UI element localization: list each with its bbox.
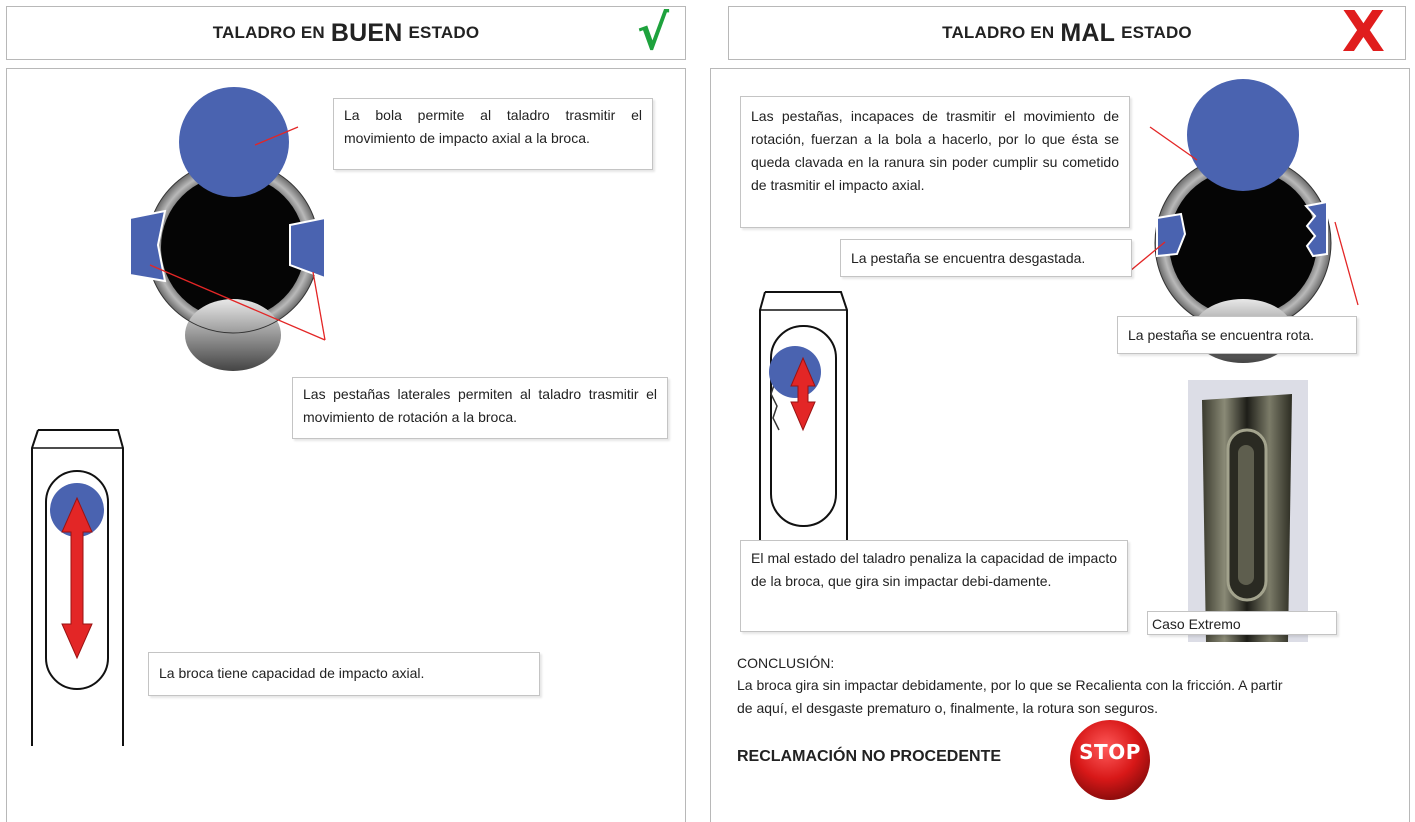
note-axial: La broca tiene capacidad de impacto axia…	[148, 652, 540, 696]
note-ball: La bola permite al taladro trasmitir el …	[333, 98, 653, 170]
note-extreme-case: Caso Extremo	[1147, 611, 1337, 635]
note-tabs: Las pestañas laterales permiten al talad…	[292, 377, 668, 439]
left-panel-title: TALADRO EN BUEN ESTADO	[212, 18, 480, 47]
note-broken-tab: La pestaña se encuentra rota.	[1117, 316, 1357, 354]
right-panel-title: TALADRO EN MAL ESTADO	[942, 18, 1192, 47]
left-panel-header: TALADRO EN BUEN ESTADO √	[6, 6, 686, 60]
shank-good-diagram	[31, 429, 124, 746]
note-tabs-fail: Las pestañas, incapaces de trasmitir el …	[740, 96, 1130, 228]
extreme-case-photo	[1188, 380, 1308, 642]
check-mark-icon: √	[636, 5, 669, 61]
shank-bad-diagram	[759, 291, 848, 548]
stop-sign-text: STOP	[1079, 740, 1141, 764]
note-worn-tab: La pestaña se encuentra desgastada.	[840, 239, 1132, 277]
stop-sign-icon: STOP	[1068, 718, 1152, 802]
chuck-good-diagram	[129, 87, 326, 371]
right-panel-header: TALADRO EN MAL ESTADO X	[728, 0, 1406, 65]
left-panel-body	[6, 68, 686, 822]
verdict-label: RECLAMACIÓN NO PROCEDENTE	[737, 748, 1002, 765]
right-pointer-lines	[1129, 126, 1359, 306]
conclusion-text: La broca gira sin impactar debidamente, …	[737, 677, 1283, 716]
note-penalty: El mal estado del taladro penaliza la ca…	[740, 540, 1128, 632]
cross-mark-icon: X	[1341, 0, 1385, 65]
left-pointer-lines	[149, 126, 326, 341]
conclusion-heading: CONCLUSIÓN:	[737, 655, 835, 671]
